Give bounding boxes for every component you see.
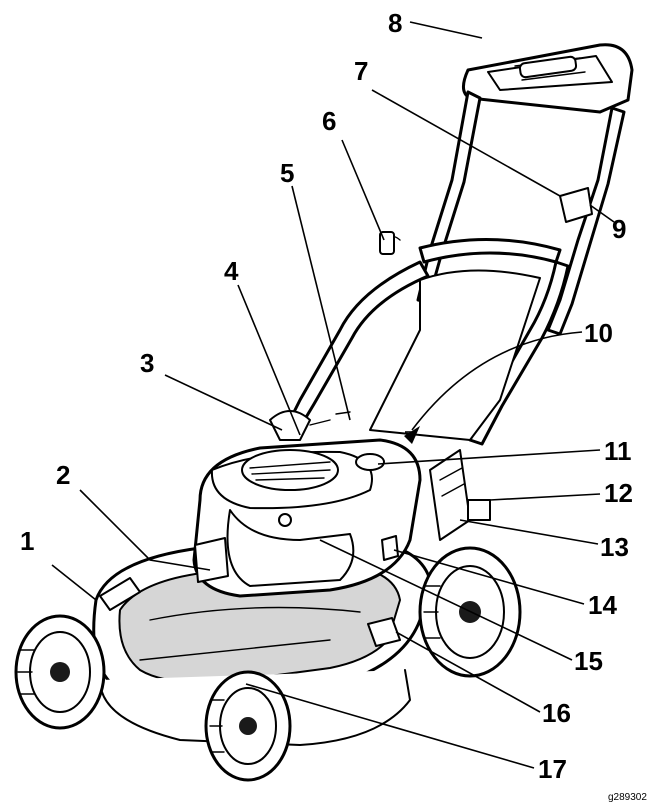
engine	[99, 410, 491, 647]
handle	[288, 43, 634, 446]
callout-4: 4	[224, 256, 239, 286]
callout-7: 7	[354, 56, 368, 86]
leader-lines	[51, 21, 615, 769]
callout-16: 16	[542, 698, 571, 728]
callout-1: 1	[20, 526, 34, 556]
callout-10: 10	[584, 318, 613, 348]
callout-3: 3	[140, 348, 154, 378]
callout-8: 8	[388, 8, 402, 38]
arrowhead-10	[404, 426, 420, 444]
callout-9: 9	[612, 214, 626, 244]
callout-15: 15	[574, 646, 603, 676]
callout-2: 2	[56, 460, 70, 490]
figure-id: g289302	[608, 792, 647, 803]
front-left-wheel	[14, 614, 106, 730]
callout-11: 11	[604, 436, 632, 466]
callout-14: 14	[588, 590, 617, 620]
callout-12: 12	[604, 478, 633, 508]
callout-5: 5	[280, 158, 294, 188]
callout-6: 6	[322, 106, 336, 136]
front-right-wheel	[204, 670, 292, 782]
callout-numbers: 1 2 3 4 5 6 7 8 9 10 11 12 13 14 15 16 1…	[20, 8, 633, 784]
callout-17: 17	[538, 754, 567, 784]
callout-13: 13	[600, 532, 629, 562]
mower-illustration	[14, 43, 634, 782]
